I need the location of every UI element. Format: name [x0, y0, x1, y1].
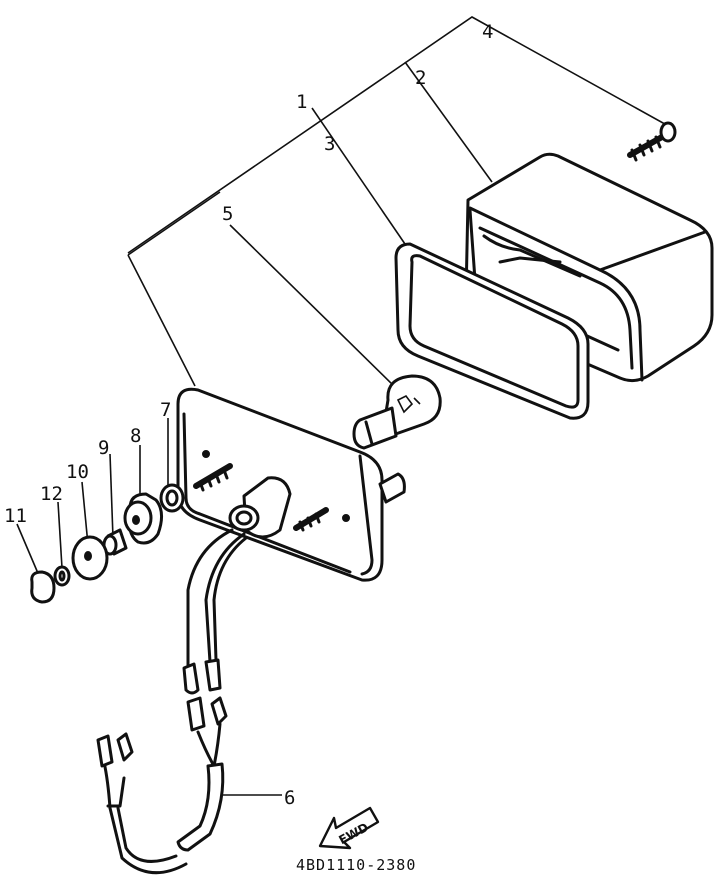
label-part-9: 9 [98, 437, 109, 459]
leader-lines [16, 16, 673, 796]
label-part-12: 12 [40, 483, 63, 505]
wire-harness [96, 696, 228, 875]
socket-wires [182, 528, 248, 695]
label-part-10: 10 [66, 461, 89, 483]
lens-screw [627, 121, 677, 162]
label-part-7: 7 [160, 399, 171, 421]
label-part-6: 6 [284, 787, 295, 809]
part-8-grommet [123, 492, 163, 545]
part-12-lock-washer [53, 565, 71, 587]
bulb [352, 374, 442, 450]
label-part-4: 4 [482, 21, 493, 43]
label-part-2: 2 [415, 67, 426, 89]
label-part-5: 5 [222, 203, 233, 225]
part-11-nut [30, 570, 56, 604]
drawing-code: 4BD1110-2380 [296, 856, 416, 874]
fwd-arrow: FWD [318, 806, 380, 850]
label-part-3: 3 [324, 133, 335, 155]
label-part-11: 11 [4, 505, 27, 527]
label-part-1: 1 [296, 91, 307, 113]
base-plate [176, 387, 406, 582]
part-10-washer [71, 535, 109, 581]
gasket [394, 242, 590, 420]
label-part-8: 8 [130, 425, 141, 447]
part-7-washer [159, 483, 185, 513]
part-labels: 4 2 1 3 5 7 8 9 10 12 11 6 [4, 21, 493, 809]
